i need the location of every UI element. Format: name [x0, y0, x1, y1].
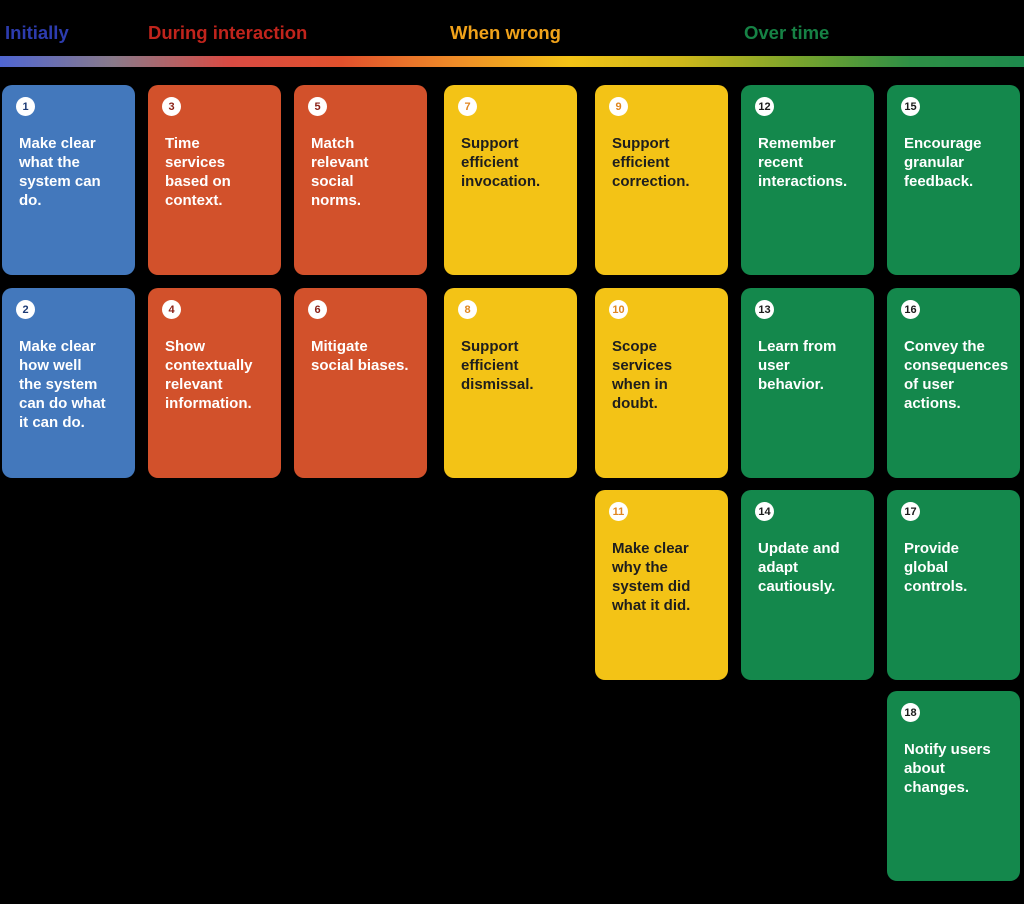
card-number-badge: 11 — [609, 502, 628, 521]
card-number-badge: 2 — [16, 300, 35, 319]
card-number-badge: 8 — [458, 300, 477, 319]
card-number-badge: 10 — [609, 300, 628, 319]
card-number-badge: 6 — [308, 300, 327, 319]
card-number-badge: 5 — [308, 97, 327, 116]
card-number-badge: 1 — [16, 97, 35, 116]
card-text: Match relevant social norms. — [311, 135, 369, 209]
card-text: Mitigate social biases. — [311, 338, 409, 374]
card-number-badge: 4 — [162, 300, 181, 319]
card-text: Scope services when in doubt. — [612, 338, 673, 412]
card-number-badge: 14 — [755, 502, 774, 521]
category-header-when-wrong: When wrong — [450, 22, 561, 43]
category-header-initially: Initially — [5, 22, 69, 43]
card-text: Support efficient correction. — [612, 135, 690, 190]
card-number-badge: 3 — [162, 97, 181, 116]
timeline-gradient-bar — [0, 56, 1024, 67]
category-header-over-time: Over time — [744, 22, 830, 43]
card-text: Learn from user behavior. — [758, 338, 837, 393]
card-text: Time services based on context. — [165, 135, 231, 209]
card-number-badge: 17 — [901, 502, 920, 521]
card-text: Notify users about changes. — [904, 741, 991, 796]
card-text: Make clear why the system did what it di… — [612, 540, 691, 614]
card-number-badge: 9 — [609, 97, 628, 116]
card-text: Make clear what the system can do. — [19, 135, 101, 209]
card-text: Provide global controls. — [904, 540, 968, 595]
card-number-badge: 15 — [901, 97, 920, 116]
card-text: Update and adapt cautiously. — [758, 540, 840, 595]
card-number-badge: 13 — [755, 300, 774, 319]
card-text: Show contextually relevant information. — [165, 338, 253, 412]
card-number-badge: 12 — [755, 97, 774, 116]
card-number-badge: 7 — [458, 97, 477, 116]
card-text: Convey the consequences of user actions. — [904, 338, 1009, 412]
card-number-badge: 18 — [901, 703, 920, 722]
card-text: Encourage granular feedback. — [904, 135, 982, 190]
card-number-badge: 16 — [901, 300, 920, 319]
card-text: Support efficient dismissal. — [461, 338, 534, 393]
card-text: Support efficient invocation. — [461, 135, 541, 190]
card-text: Remember recent interactions. — [758, 135, 848, 190]
card-text: Make clear how well the system can do wh… — [19, 338, 106, 431]
category-header-during-interaction: During interaction — [148, 22, 308, 43]
